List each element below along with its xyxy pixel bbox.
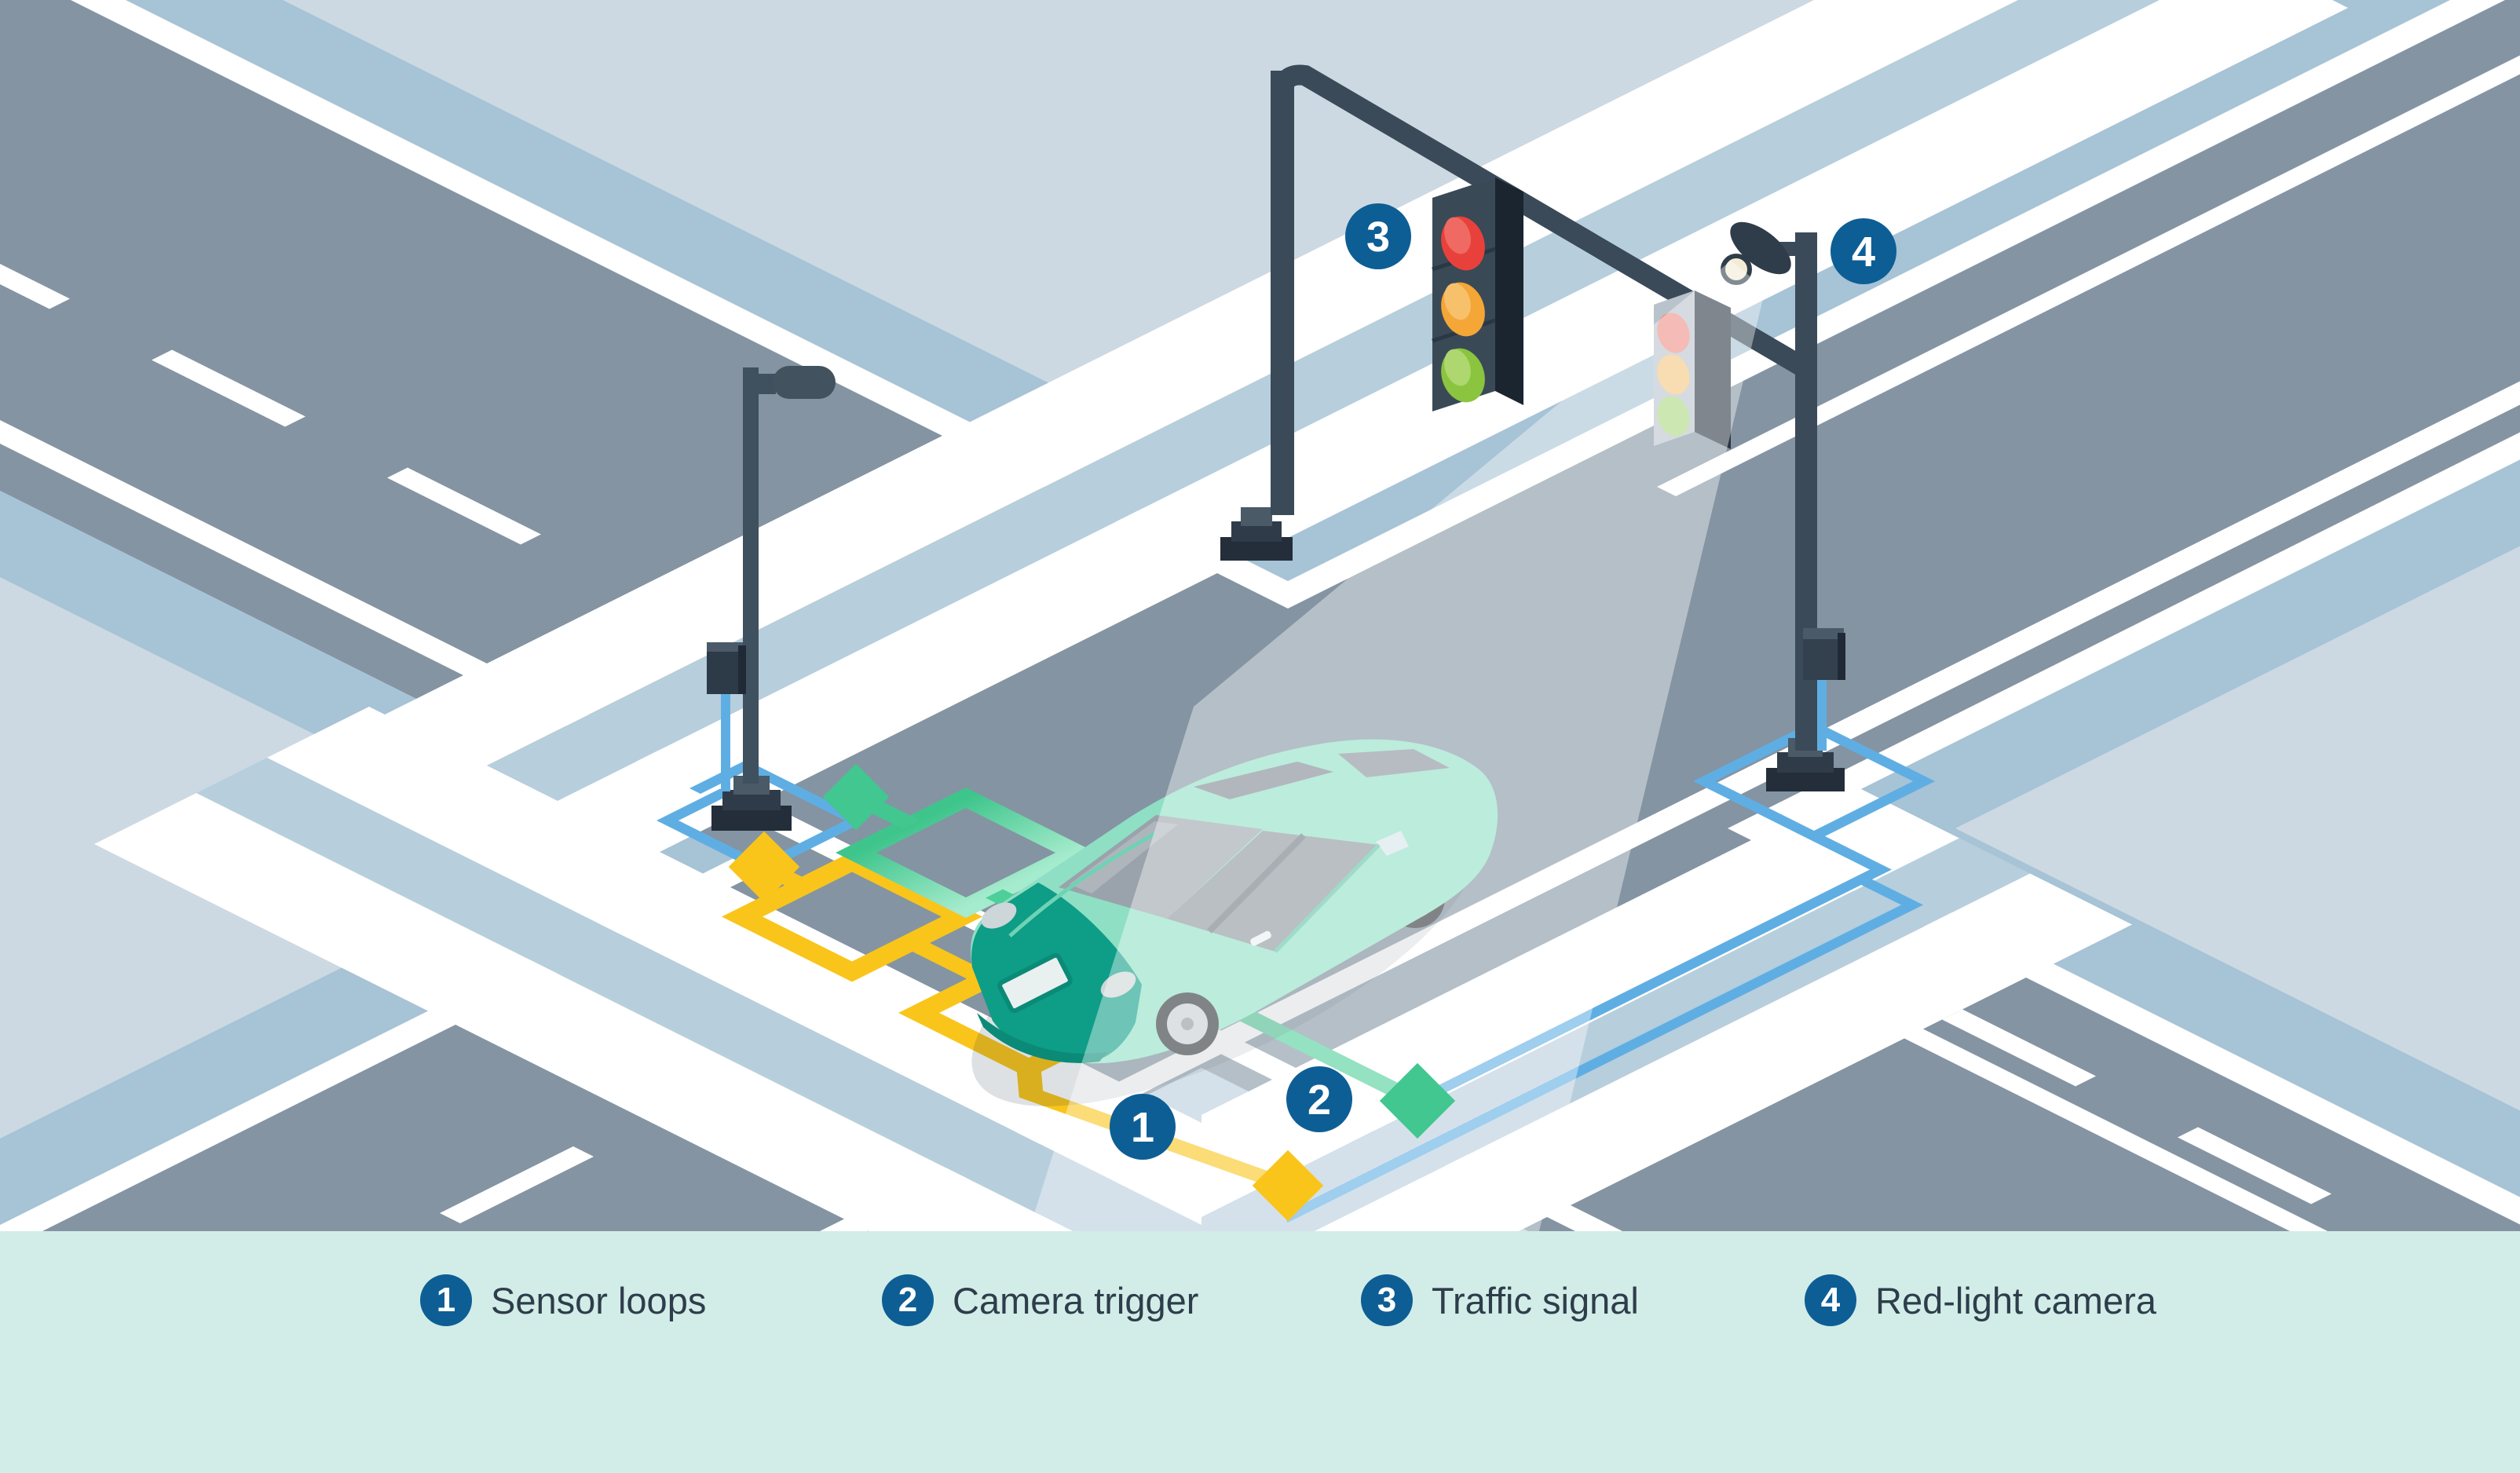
badge-2 [1286,1066,1352,1132]
wire-blue-left [657,760,867,873]
legend-badge-2: 2 [882,1274,934,1326]
crosswalk-southeast [1201,787,2132,1231]
badge-3 [1345,203,1411,269]
headlight-right [1100,971,1136,998]
badge-4 [1831,218,1896,284]
east-corner [1783,239,2520,1231]
legend-item-red-light-camera: 4 Red-light camera [1805,1274,2156,1326]
badge-1-number: 1 [1131,1104,1154,1151]
camera-pole [1766,232,1845,791]
street-lamp [707,366,836,831]
windshield [1059,815,1263,919]
door-handle [1250,930,1271,946]
lamp-arm [757,374,776,394]
badge-3-number: 3 [1366,214,1390,261]
wire-yellow [1016,1067,1296,1191]
connector-green-2 [1379,1062,1456,1139]
license-plate [997,952,1073,1014]
legend-label-4: Red-light camera [1875,1279,2156,1321]
legend-badge-1: 1 [420,1274,472,1326]
legend-label-3: Traffic signal [1432,1279,1639,1321]
legend-item-sensor-loops: 1 Sensor loops [420,1274,706,1326]
car [971,739,1498,1106]
legend-badge-3: 3 [1361,1274,1413,1326]
sunroof [1194,762,1333,799]
badge-2-number: 2 [1308,1076,1331,1124]
badge-1 [1110,1094,1176,1160]
badge-4-number: 4 [1852,228,1875,276]
mirror [1376,831,1409,856]
legend-label-2: Camera trigger [953,1279,1199,1321]
legend-label-1: Sensor loops [491,1279,707,1321]
lamp-head-icon [773,366,836,399]
camera-lens [1721,254,1752,285]
red-light-camera-icon [1721,221,1798,285]
traffic-signal-main [1432,177,1523,411]
utility-box [707,642,746,791]
traffic-signal-far [1654,291,1731,449]
legend-item-camera-trigger: 2 Camera trigger [882,1274,1198,1326]
legend-item-traffic-signal: 3 Traffic signal [1361,1274,1639,1326]
camera-beam [1029,261,1765,1231]
west-corner-inner [0,420,561,1231]
wire-blue-drop [721,694,730,791]
west-corner [0,377,734,1231]
headlight-left [981,902,1017,929]
rear-window [1338,749,1450,777]
signal-mast [1220,64,1812,561]
mast-pole [1271,71,1294,515]
connector-yellow-2 [1252,1150,1324,1222]
legend-badge-4: 4 [1805,1274,1856,1326]
wire-blue-right [1412,721,1935,1104]
legend: 1 Sensor loops 2 Camera trigger 3 Traffi… [0,1231,2520,1473]
mast-arm [1272,64,1812,378]
utility-box-right [1803,628,1845,751]
crosswalk-northwest [346,0,2348,872]
